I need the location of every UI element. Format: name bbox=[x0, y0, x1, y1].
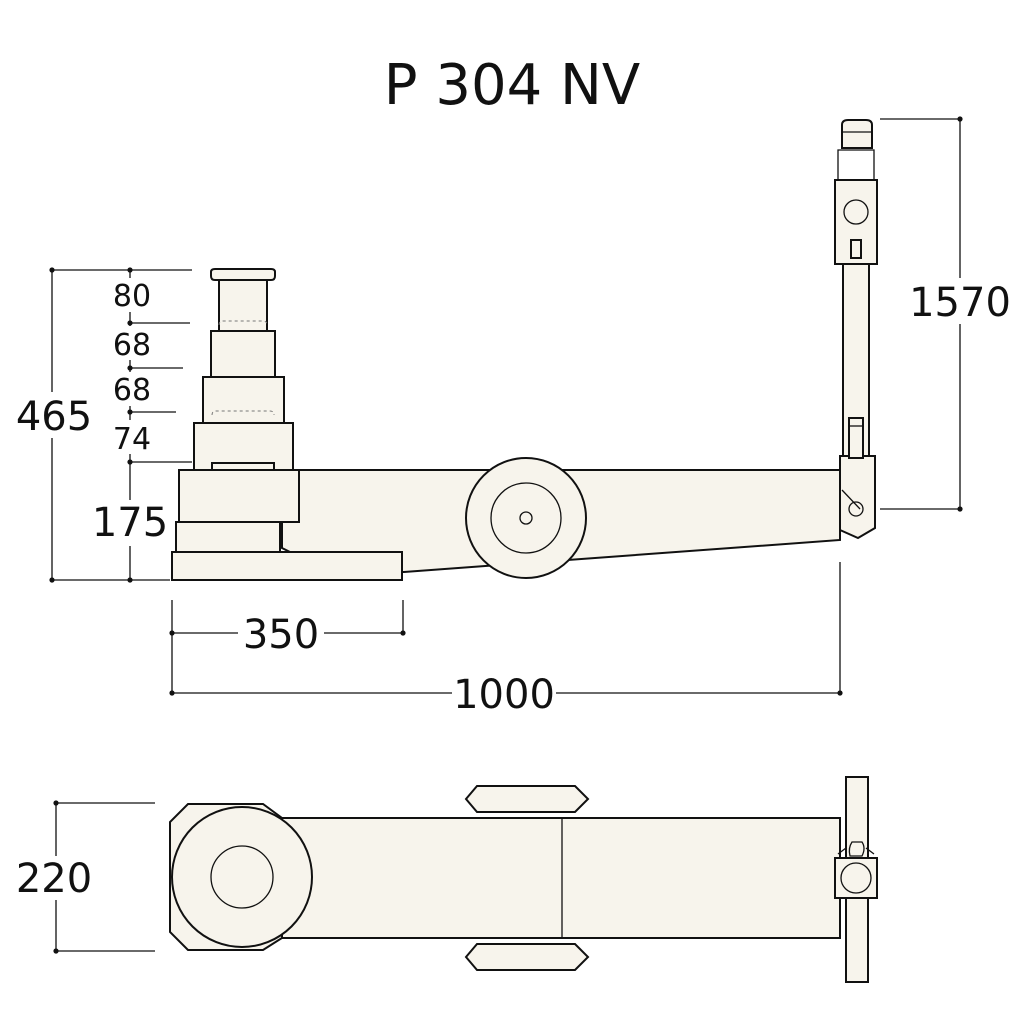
top-view bbox=[169, 776, 878, 983]
stage-3 bbox=[202, 376, 285, 424]
dim-base-length: 350 bbox=[243, 612, 319, 658]
wheel-hub bbox=[519, 511, 533, 525]
handle-foot bbox=[841, 489, 861, 510]
wheel-inner bbox=[490, 482, 562, 554]
stage-1 bbox=[218, 279, 268, 332]
handle-pivot-bracket bbox=[839, 455, 876, 540]
top-handle-knob bbox=[840, 862, 872, 894]
dim-stage-1: 80 bbox=[113, 279, 151, 314]
handle-cap bbox=[841, 119, 873, 149]
dim-stage-2: 68 bbox=[113, 328, 151, 363]
top-handle-block bbox=[834, 857, 878, 899]
top-wheel-lower bbox=[464, 943, 590, 971]
dim-total-length: 1000 bbox=[453, 672, 555, 718]
top-cylinder-inner bbox=[210, 845, 274, 909]
handle-grip-top bbox=[837, 149, 875, 180]
cylinder-foot bbox=[175, 521, 281, 553]
handle-lock-tab bbox=[848, 417, 864, 459]
cylinder-housing bbox=[178, 469, 300, 523]
top-handle-latch bbox=[848, 841, 865, 857]
top-arm bbox=[279, 817, 841, 939]
top-view-dimensions: 220 bbox=[12, 800, 155, 954]
top-cylinder-outer bbox=[171, 806, 313, 948]
handle-grip-hole bbox=[843, 199, 869, 225]
drawing-title: P 304 NV bbox=[384, 53, 640, 118]
jack-base bbox=[171, 551, 403, 581]
dim-width: 220 bbox=[16, 856, 92, 902]
side-view-dimensions: 465 80 68 68 74 175 350 bbox=[12, 116, 1012, 718]
saddle bbox=[210, 268, 276, 281]
pivot-pin bbox=[848, 501, 864, 517]
dim-base-height: 175 bbox=[92, 500, 168, 546]
hidden-line bbox=[218, 320, 268, 326]
wheel-outer bbox=[465, 457, 587, 579]
stage-2 bbox=[210, 330, 276, 378]
dim-total-height: 465 bbox=[16, 394, 92, 440]
dim-stage-3: 68 bbox=[113, 373, 151, 408]
dim-handle-height: 1570 bbox=[909, 280, 1011, 326]
handle-latch bbox=[850, 239, 862, 259]
dim-stage-4: 74 bbox=[113, 422, 151, 457]
side-view bbox=[171, 119, 878, 581]
stage-ring-bottom bbox=[211, 462, 275, 471]
hidden-line bbox=[211, 410, 275, 416]
top-wheel-upper bbox=[464, 785, 590, 813]
